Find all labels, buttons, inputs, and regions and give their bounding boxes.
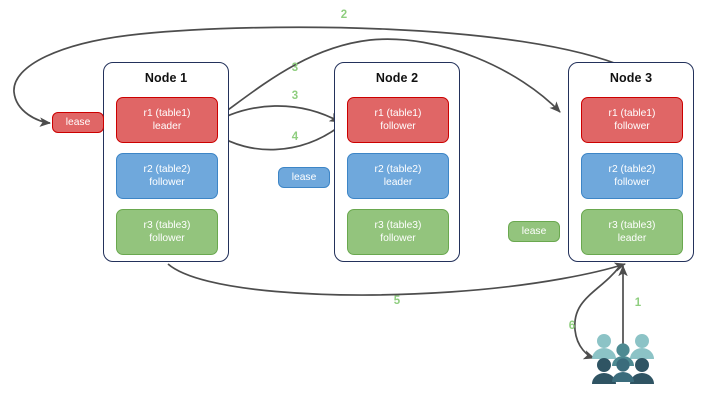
people-group-icon: [592, 334, 654, 384]
replica-role: follower: [614, 177, 650, 188]
lease-badge-blue[interactable]: lease: [278, 167, 330, 188]
replica-box-node2-r3[interactable]: r3 (table3) follower: [347, 209, 449, 255]
arrow-step-5: [167, 262, 626, 296]
replica-box-node2-r1[interactable]: r1 (table1) follower: [347, 97, 449, 143]
replica-box-node1-r2[interactable]: r2 (table2) follower: [116, 153, 218, 199]
replica-name: r2 (table2): [374, 164, 422, 175]
replica-name: r1 (table1): [143, 108, 191, 119]
lease-badge-green[interactable]: lease: [508, 221, 560, 242]
replica-role: leader: [152, 121, 182, 132]
replica-role: follower: [380, 121, 416, 132]
replica-role: follower: [380, 233, 416, 244]
arrow-step-4: [215, 125, 341, 151]
node-container-node-1[interactable]: Node 1 r1 (table1) leader r2 (table2) fo…: [103, 62, 229, 262]
replica-role: follower: [149, 233, 185, 244]
replica-role: follower: [149, 177, 185, 188]
replica-name: r2 (table2): [608, 164, 656, 175]
replica-box-node3-r2[interactable]: r2 (table2) follower: [581, 153, 683, 199]
node-title: Node 1: [144, 71, 188, 85]
step-label-5: 5: [393, 295, 401, 307]
replica-role: leader: [383, 177, 413, 188]
step-label-3-upper: 3: [291, 62, 299, 74]
node-title: Node 2: [375, 71, 419, 85]
replica-box-node1-r3[interactable]: r3 (table3) follower: [116, 209, 218, 255]
replica-name: r3 (table3): [374, 220, 422, 231]
replica-name: r1 (table1): [608, 108, 656, 119]
replica-box-node2-r2[interactable]: r2 (table2) leader: [347, 153, 449, 199]
replica-role: leader: [617, 233, 647, 244]
lease-badge-red[interactable]: lease: [52, 112, 104, 133]
replica-role: follower: [614, 121, 650, 132]
replica-name: r1 (table1): [374, 108, 422, 119]
replica-box-node3-r1[interactable]: r1 (table1) follower: [581, 97, 683, 143]
replica-box-node1-r1[interactable]: r1 (table1) leader: [116, 97, 218, 143]
replica-name: r2 (table2): [143, 164, 191, 175]
step-label-2: 2: [340, 9, 348, 21]
step-label-3-lower: 3: [291, 90, 299, 102]
replica-name: r3 (table3): [608, 220, 656, 231]
node-title: Node 3: [609, 71, 653, 85]
step-label-4: 4: [291, 131, 299, 143]
replica-name: r3 (table3): [143, 220, 191, 231]
node-container-node-2[interactable]: Node 2 r1 (table1) follower r2 (table2) …: [334, 62, 460, 262]
node-container-node-3[interactable]: Node 3 r1 (table1) follower r2 (table2) …: [568, 62, 694, 262]
step-label-6: 6: [568, 320, 576, 332]
step-label-1: 1: [634, 297, 642, 309]
replica-box-node3-r3[interactable]: r3 (table3) leader: [581, 209, 683, 255]
